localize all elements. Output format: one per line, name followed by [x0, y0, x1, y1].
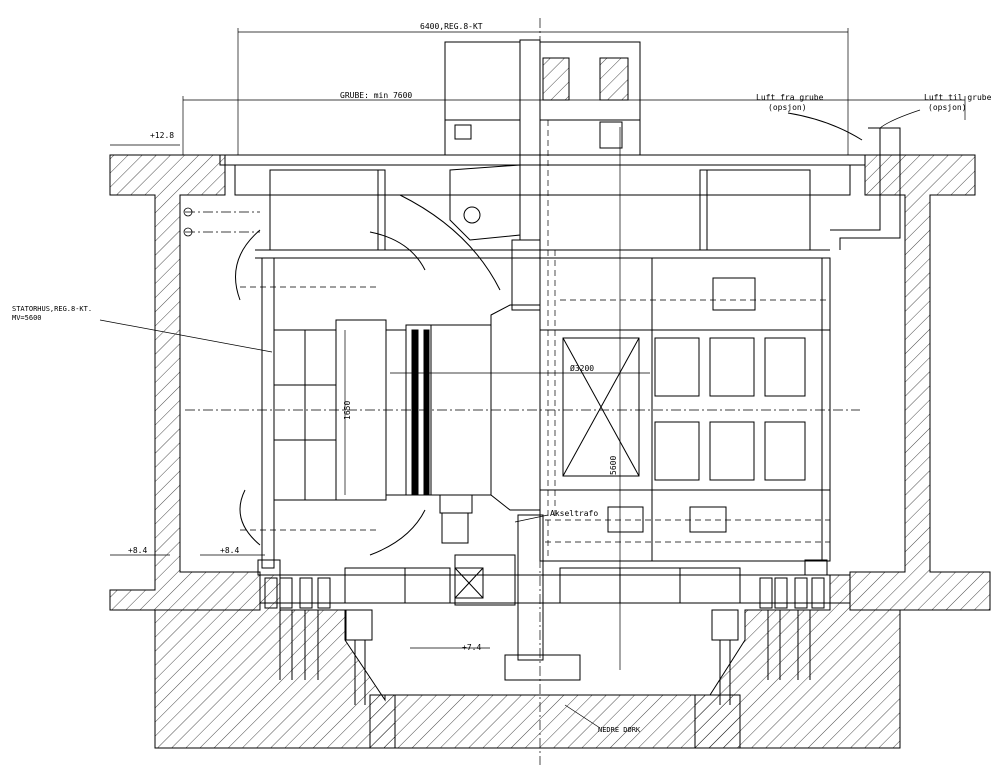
core-length-dimension: 1650 [343, 400, 352, 420]
level-mid-left: +8.4 [128, 546, 148, 555]
rotor-diameter-dimension: Ø3200 [570, 364, 595, 373]
level-lower: +7.4 [462, 643, 482, 652]
leader-lines [99, 109, 921, 729]
level-mid-inner: +8.4 [220, 546, 240, 555]
stator-housing-label-2: MV=5600 [12, 314, 42, 322]
dimension-lines [110, 28, 966, 670]
machine-outline [219, 39, 901, 705]
air-from-pit-label-1: Luft fra grube [756, 93, 824, 102]
overall-width-dimension: 6400,REG.8-KT [420, 22, 483, 31]
air-to-pit-label-2: (opsjon) [928, 103, 967, 112]
air-from-pit-label-2: (opsjon) [768, 103, 807, 112]
concrete-foundation [109, 154, 991, 749]
hidden-lines [240, 120, 830, 560]
pit-width-dimension: GRUBE: min 7600 [340, 91, 413, 100]
center-lines [185, 18, 860, 765]
stator-height-dimension: 5600 [609, 455, 618, 475]
air-to-pit-label-1: Luft til grube [924, 93, 992, 102]
lower-floor-label: NEDRE DØRK [598, 726, 641, 734]
level-top: +12.8 [150, 131, 175, 140]
shaft-transformer-label: Akseltrafo [550, 509, 599, 518]
cable-glands [183, 207, 193, 237]
stator-housing-label-1: STATORHUS,REG.8-KT. [12, 305, 93, 313]
